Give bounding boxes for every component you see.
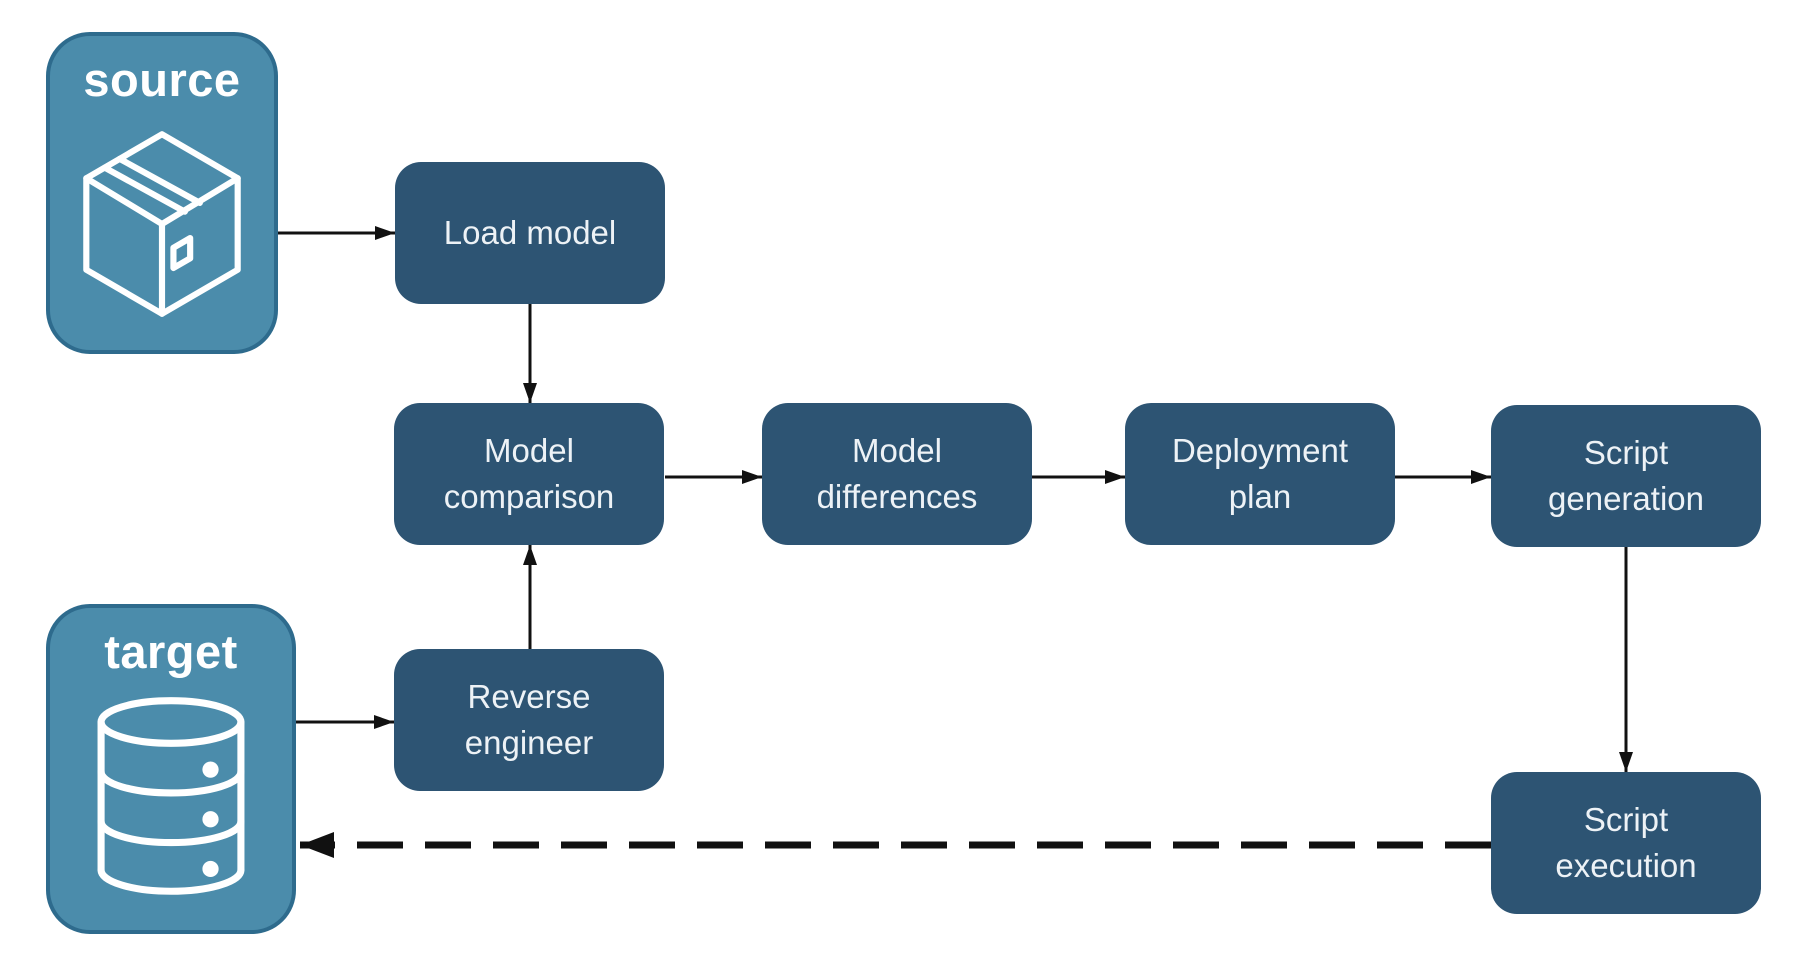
node-script-generation-label: Script generation xyxy=(1548,434,1704,517)
source-container: source xyxy=(46,32,278,354)
node-script-generation: Script generation xyxy=(1491,405,1761,547)
target-container: target xyxy=(46,604,296,934)
node-deployment-plan-label: Deployment plan xyxy=(1171,432,1349,515)
node-script-execution: Script execution xyxy=(1491,772,1761,914)
target-label: target xyxy=(104,625,238,678)
node-reverse-engineer: Reverse engineer xyxy=(394,649,664,791)
node-deployment-plan: Deployment plan xyxy=(1125,403,1395,545)
node-reverse-engineer-label: Reverse engineer xyxy=(464,678,594,761)
node-model-comparison: Model comparison xyxy=(394,403,664,545)
source-label: source xyxy=(83,53,241,106)
node-script-execution-label: Script execution xyxy=(1555,801,1697,884)
database-icon xyxy=(95,695,247,899)
node-load-model: Load model xyxy=(395,162,665,304)
package-box-icon xyxy=(74,121,250,327)
node-model-differences-label: Model differences xyxy=(816,432,978,515)
node-load-model-label: Load model xyxy=(443,214,617,252)
node-model-differences: Model differences xyxy=(762,403,1032,545)
node-model-comparison-label: Model comparison xyxy=(443,432,615,515)
